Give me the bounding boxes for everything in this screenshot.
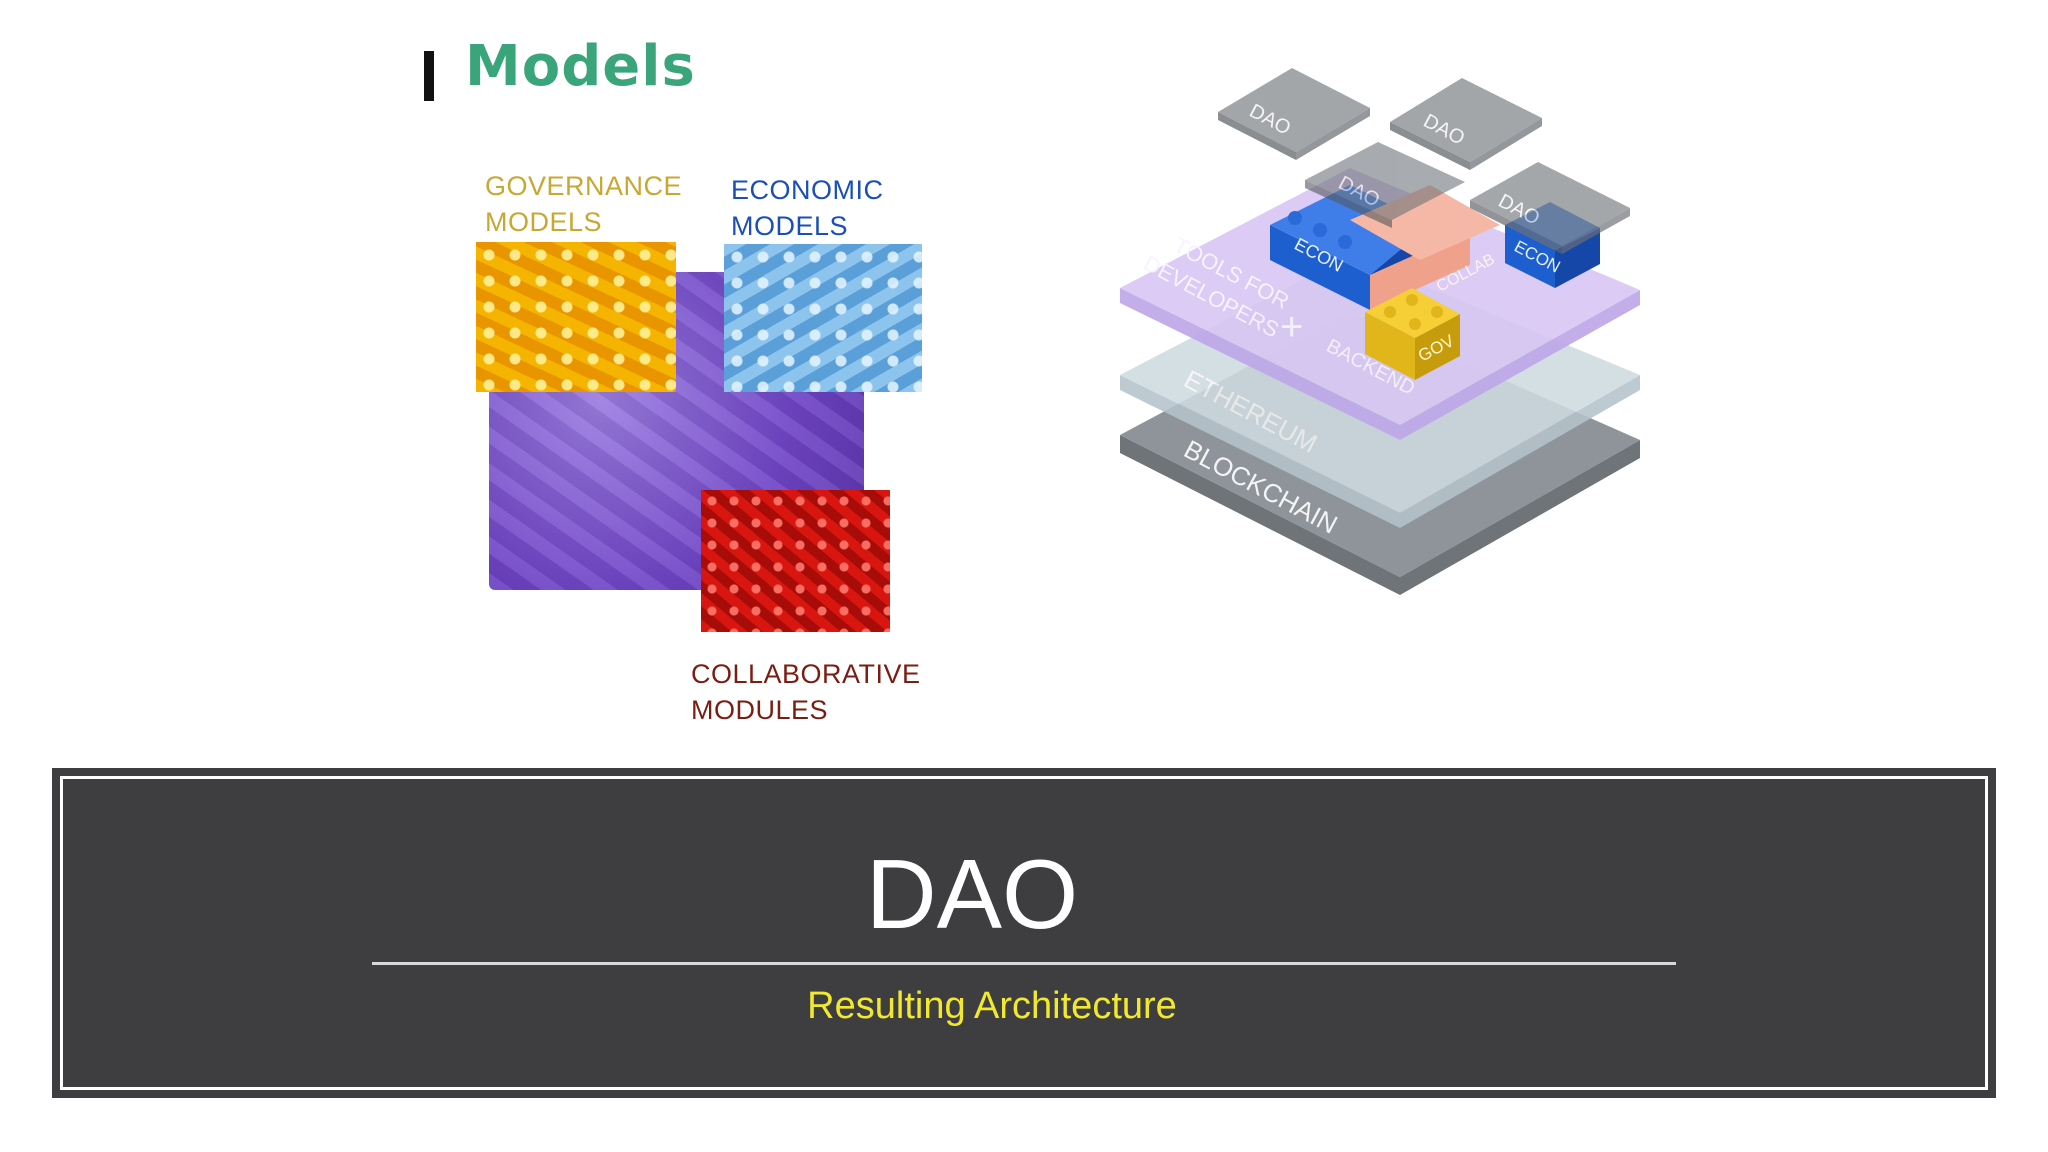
collaborative-modules-label: COLLABORATIVE MODULES xyxy=(691,656,921,728)
panel-subtitle: Resulting Architecture xyxy=(807,985,1177,1027)
red-bricks-image xyxy=(701,490,890,632)
yellow-bricks-image xyxy=(476,242,676,392)
economic-label-line1: ECONOMIC xyxy=(731,175,884,205)
gov-block: GOV xyxy=(1365,288,1460,380)
panel-title: DAO xyxy=(865,839,1079,949)
dao-tile-2: DAO xyxy=(1390,78,1542,170)
dao-tile-1: DAO xyxy=(1218,68,1370,160)
governance-label-line1: GOVERNANCE xyxy=(485,171,683,201)
economic-label-line2: MODELS xyxy=(731,211,849,241)
dao-tile-3: DAO xyxy=(1305,142,1465,228)
dao-tile-4: DAO xyxy=(1470,162,1630,254)
heading-accent-bar xyxy=(424,51,434,101)
title-divider xyxy=(372,962,1676,965)
section-heading: Models xyxy=(465,34,696,99)
governance-models-label: GOVERNANCE MODELS xyxy=(485,168,682,240)
plus-sign: + xyxy=(1280,305,1303,349)
title-panel xyxy=(52,768,1996,1098)
governance-label-line2: MODELS xyxy=(485,207,603,237)
title-panel-frame xyxy=(60,776,1988,1090)
collaborative-label-line2: MODULES xyxy=(691,695,829,725)
economic-models-label: ECONOMIC MODELS xyxy=(731,172,884,244)
blue-bricks-image xyxy=(724,244,922,392)
architecture-diagram: BLOCKCHAIN ETHEREUM TOOLS FOR DEVELOPERS… xyxy=(1120,68,1640,595)
collaborative-label-line1: COLLABORATIVE xyxy=(691,659,921,689)
